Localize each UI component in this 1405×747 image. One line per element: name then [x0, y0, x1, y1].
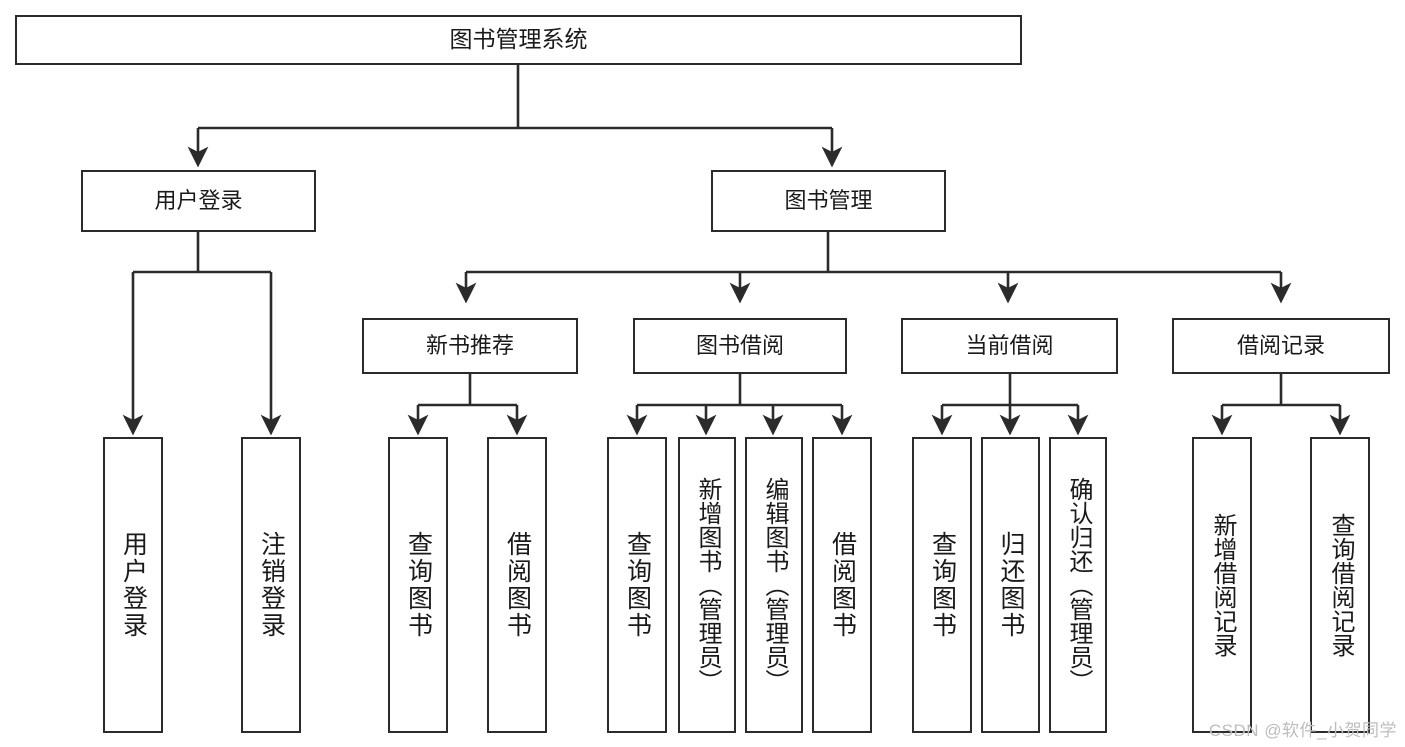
leaf-current-query-book[interactable]: 查询图书	[912, 437, 972, 733]
node-label: 新增借阅记录	[1209, 513, 1236, 657]
node-label: 查询图书	[623, 531, 652, 639]
node-label: 用户登录	[154, 188, 243, 214]
node-new-book-recommend[interactable]: 新书推荐	[362, 318, 578, 374]
node-label: 借阅记录	[1236, 333, 1325, 359]
node-label: 编辑图书（管理员）	[761, 477, 788, 693]
node-label: 新书推荐	[425, 333, 514, 359]
node-label: 图书管理系统	[449, 26, 588, 53]
node-borrow-record[interactable]: 借阅记录	[1172, 318, 1390, 374]
leaf-borrow-borrow-book[interactable]: 借阅图书	[812, 437, 872, 733]
node-book-borrow[interactable]: 图书借阅	[633, 318, 847, 374]
leaf-recommend-borrow-book[interactable]: 借阅图书	[487, 437, 547, 733]
node-label: 当前借阅	[965, 333, 1054, 359]
node-book-management[interactable]: 图书管理	[711, 170, 946, 232]
node-label: 归还图书	[997, 531, 1025, 639]
leaf-user-login-login[interactable]: 用户登录	[103, 437, 163, 733]
node-label: 确认归还（管理员）	[1065, 477, 1092, 693]
leaf-borrow-query-book[interactable]: 查询图书	[607, 437, 667, 733]
watermark: CSDN @软件_小贺同学	[1208, 721, 1397, 740]
node-label: 注销登录	[257, 531, 286, 639]
node-label: 借阅图书	[828, 531, 857, 639]
leaf-record-add-record[interactable]: 新增借阅记录	[1192, 437, 1252, 733]
node-current-borrow[interactable]: 当前借阅	[901, 318, 1118, 374]
node-label: 借阅图书	[503, 531, 532, 639]
node-user-login[interactable]: 用户登录	[81, 170, 316, 232]
node-label: 新增图书（管理员）	[694, 477, 721, 693]
leaf-recommend-query-book[interactable]: 查询图书	[388, 437, 448, 733]
node-root-system[interactable]: 图书管理系统	[15, 15, 1022, 65]
node-label: 用户登录	[119, 531, 148, 639]
node-label: 图书借阅	[695, 333, 784, 359]
leaf-borrow-edit-book-admin[interactable]: 编辑图书（管理员）	[745, 437, 803, 733]
leaf-current-confirm-return-admin[interactable]: 确认归还（管理员）	[1049, 437, 1107, 733]
leaf-current-return-book[interactable]: 归还图书	[981, 437, 1040, 733]
node-label: 查询图书	[928, 531, 957, 639]
node-label: 查询图书	[404, 531, 433, 639]
node-label: 查询借阅记录	[1327, 513, 1354, 657]
leaf-record-query-record[interactable]: 查询借阅记录	[1310, 437, 1370, 733]
leaf-borrow-add-book-admin[interactable]: 新增图书（管理员）	[678, 437, 736, 733]
leaf-user-login-logout[interactable]: 注销登录	[241, 437, 301, 733]
node-label: 图书管理	[784, 188, 873, 214]
